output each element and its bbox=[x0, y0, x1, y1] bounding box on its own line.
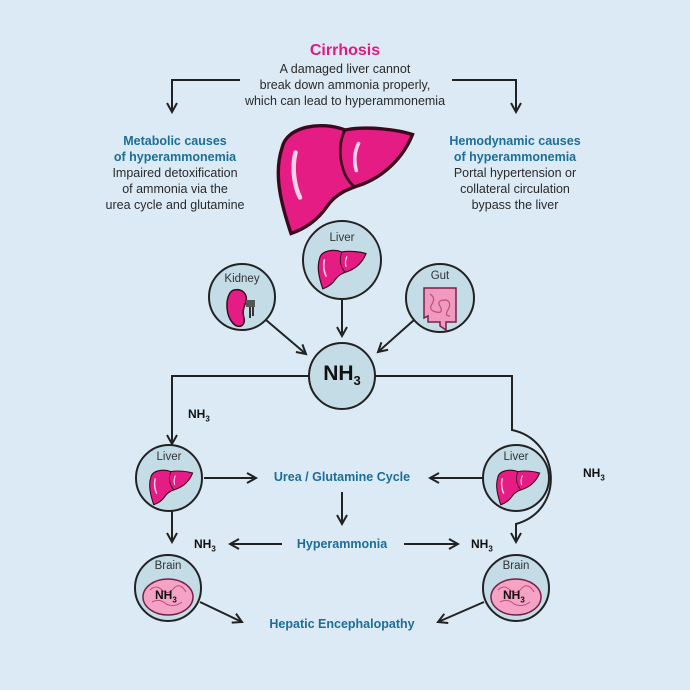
hyperammonia-label: Hyperammonia bbox=[296, 537, 388, 551]
metabolic-causes-block: Metabolic causes of hyperammonemia Impai… bbox=[85, 133, 265, 213]
nh3-label-left-hyper: NH3 bbox=[194, 537, 216, 554]
top-right-branch-arrow bbox=[452, 79, 516, 112]
left-brain-icon bbox=[142, 578, 194, 616]
cirrhosis-line-3: which can lead to hyperammonemia bbox=[244, 94, 446, 108]
nh3-label-right-hyper: NH3 bbox=[471, 537, 493, 554]
gut-label: Gut bbox=[430, 270, 450, 282]
nh3-label-left-path: NH3 bbox=[188, 407, 210, 424]
kidney-label: Kidney bbox=[224, 273, 260, 285]
cirrhosis-line-2: break down ammonia properly, bbox=[259, 78, 431, 92]
metabolic-heading-2: of hyperammonemia bbox=[113, 150, 237, 164]
hemodynamic-heading-2: of hyperammonemia bbox=[453, 150, 577, 164]
hemodynamic-line-3: bypass the liver bbox=[471, 198, 559, 212]
hemodynamic-line-1: Portal hypertension or bbox=[453, 166, 577, 180]
hemodynamic-heading-1: Hemodynamic causes bbox=[449, 134, 581, 148]
left-liver-label: Liver bbox=[156, 451, 182, 463]
metabolic-line-2: of ammonia via the bbox=[122, 182, 228, 196]
cirrhosis-line-1: A damaged liver cannot bbox=[279, 62, 411, 76]
metabolic-heading-1: Metabolic causes bbox=[123, 134, 227, 148]
kidney-to-nh3-arrow bbox=[265, 319, 306, 354]
gut-to-nh3-arrow bbox=[378, 319, 415, 352]
nh3-central-label: NH3 bbox=[312, 362, 372, 388]
metabolic-line-3: urea cycle and glutamine bbox=[105, 198, 245, 212]
metabolic-line-1: Impaired detoxification bbox=[112, 166, 238, 180]
right-liver-label: Liver bbox=[503, 451, 529, 463]
hemodynamic-causes-block: Hemodynamic causes of hyperammonemia Por… bbox=[425, 133, 605, 213]
right-brain-nh3: NH3 bbox=[503, 588, 525, 605]
cirrhosis-title: Cirrhosis bbox=[309, 42, 381, 59]
nh3-to-right-bypass-line bbox=[375, 375, 552, 542]
nh3-central-main: NH bbox=[323, 362, 354, 385]
gut-icon bbox=[423, 287, 457, 332]
liver-source-label: Liver bbox=[329, 232, 355, 244]
right-brain-icon bbox=[490, 578, 542, 616]
nh3-to-left-liver-arrow bbox=[172, 375, 309, 444]
top-left-branch-arrow bbox=[172, 79, 240, 112]
nh3-central-sub: 3 bbox=[353, 373, 361, 389]
cirrhosis-liver-illustration bbox=[278, 126, 412, 234]
left-brain-to-he-arrow bbox=[199, 601, 242, 622]
right-brain-to-he-arrow bbox=[438, 601, 485, 622]
kidney-icon bbox=[226, 288, 255, 328]
right-brain-label: Brain bbox=[502, 560, 530, 572]
cirrhosis-description: A damaged liver cannot break down ammoni… bbox=[195, 61, 495, 109]
nh3-label-right-bypass: NH3 bbox=[583, 466, 605, 483]
left-brain-label: Brain bbox=[154, 560, 182, 572]
hepatic-encephalopathy-label: Hepatic Encephalopathy bbox=[269, 617, 415, 631]
left-brain-nh3: NH3 bbox=[155, 588, 177, 605]
hemodynamic-line-2: collateral circulation bbox=[460, 182, 570, 196]
urea-glutamine-cycle-label: Urea / Glutamine Cycle bbox=[273, 470, 411, 484]
